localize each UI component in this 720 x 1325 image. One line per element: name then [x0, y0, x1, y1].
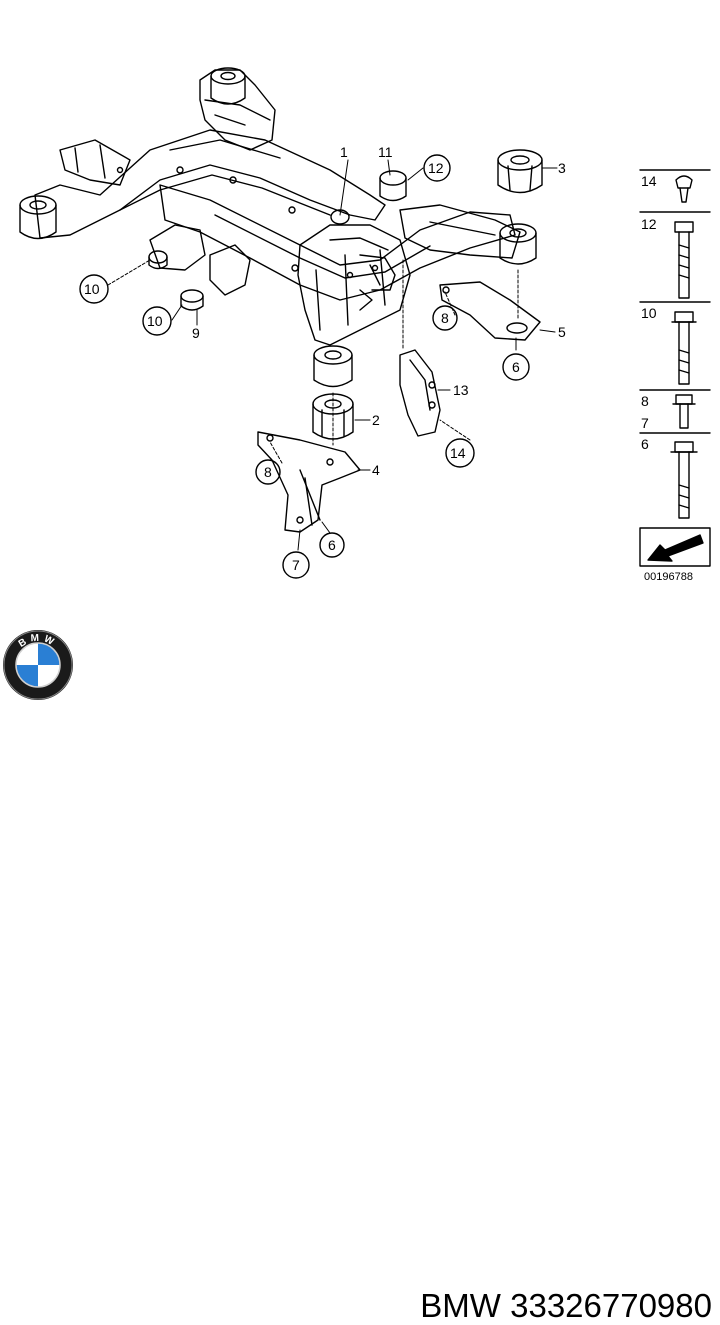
legend-labels: 14 12 10 8 7 6 00196788	[641, 173, 693, 583]
callout-circle-8a	[432, 305, 458, 331]
legend-6: 6	[641, 436, 649, 452]
callout-8a: 8	[441, 310, 449, 326]
callout-circle-7	[282, 551, 310, 579]
frame-center-bush	[330, 209, 350, 225]
part-11-bushing	[379, 170, 407, 202]
callout-9: 9	[192, 325, 200, 341]
part-13-bracket	[399, 349, 441, 437]
frame-bush-top	[210, 67, 246, 105]
frame-bush-right-front	[499, 223, 537, 265]
callout-13: 13	[453, 382, 469, 398]
callout-6b: 6	[328, 537, 336, 553]
callout-5: 5	[558, 324, 566, 340]
callout-10b: 10	[147, 313, 163, 329]
callout-7: 7	[292, 557, 300, 573]
part-3-bushing	[497, 149, 543, 194]
callout-1: 1	[340, 144, 348, 160]
frame-bush-front-leg	[313, 345, 353, 388]
legend-8: 8	[641, 393, 649, 409]
callout-12: 12	[428, 160, 444, 176]
callout-circle-12	[423, 154, 451, 182]
callout-11: 11	[378, 144, 393, 160]
diagram-ref-code: 00196788	[644, 571, 693, 583]
callout-2: 2	[372, 412, 380, 428]
callout-circle-10a	[79, 274, 109, 304]
callout-circle-6a	[502, 353, 530, 381]
legend-7: 7	[641, 415, 649, 431]
legend-14: 14	[641, 173, 657, 189]
callout-3: 3	[558, 160, 566, 176]
callout-6a: 6	[512, 359, 520, 375]
bmw-logo: BMW	[3, 630, 73, 700]
legend-12: 12	[641, 216, 657, 232]
legend-10: 10	[641, 305, 657, 321]
callout-8b: 8	[264, 464, 272, 480]
footer: BMW BMW 33326770980	[0, 625, 720, 1324]
callout-circle-6b	[319, 532, 345, 558]
callout-4: 4	[372, 462, 380, 478]
part-10-bush	[148, 250, 168, 270]
part-9-bush	[180, 289, 204, 311]
part-5-bracket	[439, 281, 541, 341]
rear-subframe	[34, 69, 521, 346]
fastener-legend	[639, 169, 711, 567]
part-number-label: BMW 33326770980	[420, 1287, 712, 1324]
callout-10a: 10	[84, 281, 100, 297]
callout-circle-14	[445, 438, 475, 468]
callout-circle-10b	[142, 306, 172, 336]
subframe-parts-diagram: 1 11 12 3 10 10 9 8 5 6 13 2 14 8 4 6 7 …	[19, 67, 711, 583]
callout-circle-8b	[255, 459, 281, 485]
callout-labels: 1 11 12 3 10 10 9 8 5 6 13 2 14 8 4 6 7	[84, 144, 566, 573]
callout-14: 14	[450, 445, 466, 461]
frame-bush-left-rear	[19, 195, 57, 240]
